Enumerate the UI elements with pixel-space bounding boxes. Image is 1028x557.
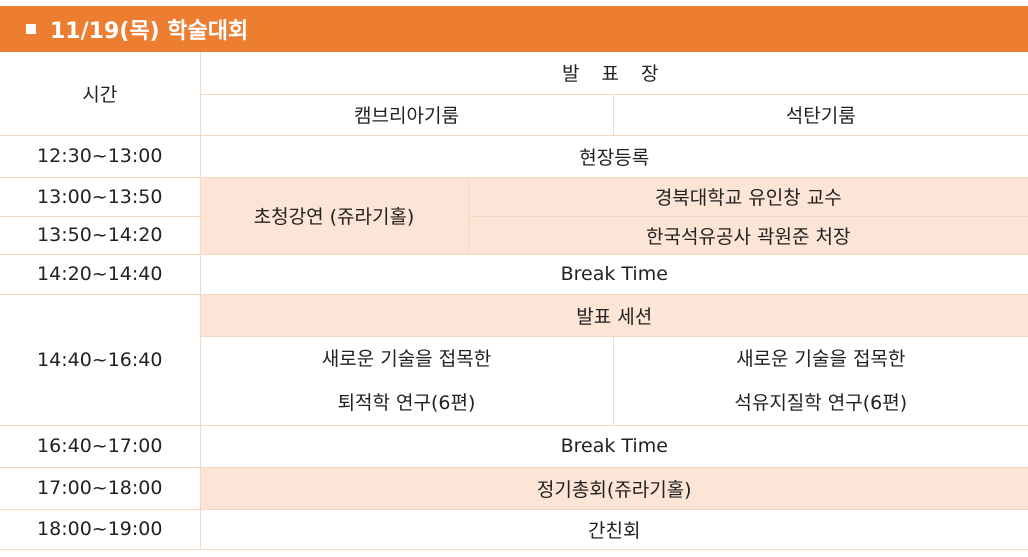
talk1-speaker-cell: 경북대학교 유인창 교수 — [467, 176, 1028, 217]
session-cambrian-line1: 새로운 기술을 접목한 — [321, 347, 492, 370]
time-general-meeting: 17:00~18:00 — [0, 466, 201, 510]
time-column-header: 시간 — [0, 52, 201, 136]
break-time-cell: Break Time — [199, 253, 1028, 295]
time-registration: 12:30~13:00 — [0, 134, 201, 178]
sessions-header-cell: 발표 세션 — [199, 293, 1028, 337]
session-cambrian-cell: 새로운 기술을 접목한 퇴적학 연구(6편) — [200, 335, 614, 426]
time-dinner: 18:00~19:00 — [0, 508, 201, 550]
break-time-cell: Break Time — [199, 424, 1028, 468]
time-talk2: 13:50~14:20 — [0, 215, 201, 255]
session-carboniferous-cell: 새로운 기술을 접목한 석유지질학 연구(6편) — [612, 335, 1028, 426]
square-bullet-icon — [26, 24, 36, 34]
venue-header: 발 표 장 — [199, 52, 1028, 95]
registration-cell: 현장등록 — [199, 134, 1028, 178]
time-break1: 14:20~14:40 — [0, 253, 201, 295]
talk2-speaker-cell: 한국석유공사 곽원준 처장 — [467, 215, 1028, 255]
session-carboniferous-line2: 석유지질학 연구(6편) — [734, 391, 908, 414]
time-break2: 16:40~17:00 — [0, 424, 201, 468]
room-carboniferous-header: 석탄기룸 — [612, 93, 1028, 136]
room-cambrian-header: 캠브리아기룸 — [200, 93, 614, 136]
dinner-cell: 간친회 — [199, 508, 1028, 550]
time-talk1: 13:00~13:50 — [0, 176, 201, 217]
schedule-title: 11/19(목) 학술대회 — [50, 19, 249, 44]
session-cambrian-line2: 퇴적학 연구(6편) — [337, 391, 476, 414]
time-sessions: 14:40~16:40 — [0, 293, 201, 426]
session-carboniferous-line1: 새로운 기술을 접목한 — [736, 347, 906, 370]
schedule-table: 시간 발 표 장 캠브리아기룸 석탄기룸 12:30~13:00 현장등록 13… — [0, 52, 1028, 550]
invited-talk-cell: 초청강연 (쥬라기홀) — [199, 176, 469, 255]
schedule-header: 11/19(목) 학술대회 — [0, 6, 1028, 52]
general-meeting-cell: 정기총회(쥬라기홀) — [199, 466, 1028, 510]
